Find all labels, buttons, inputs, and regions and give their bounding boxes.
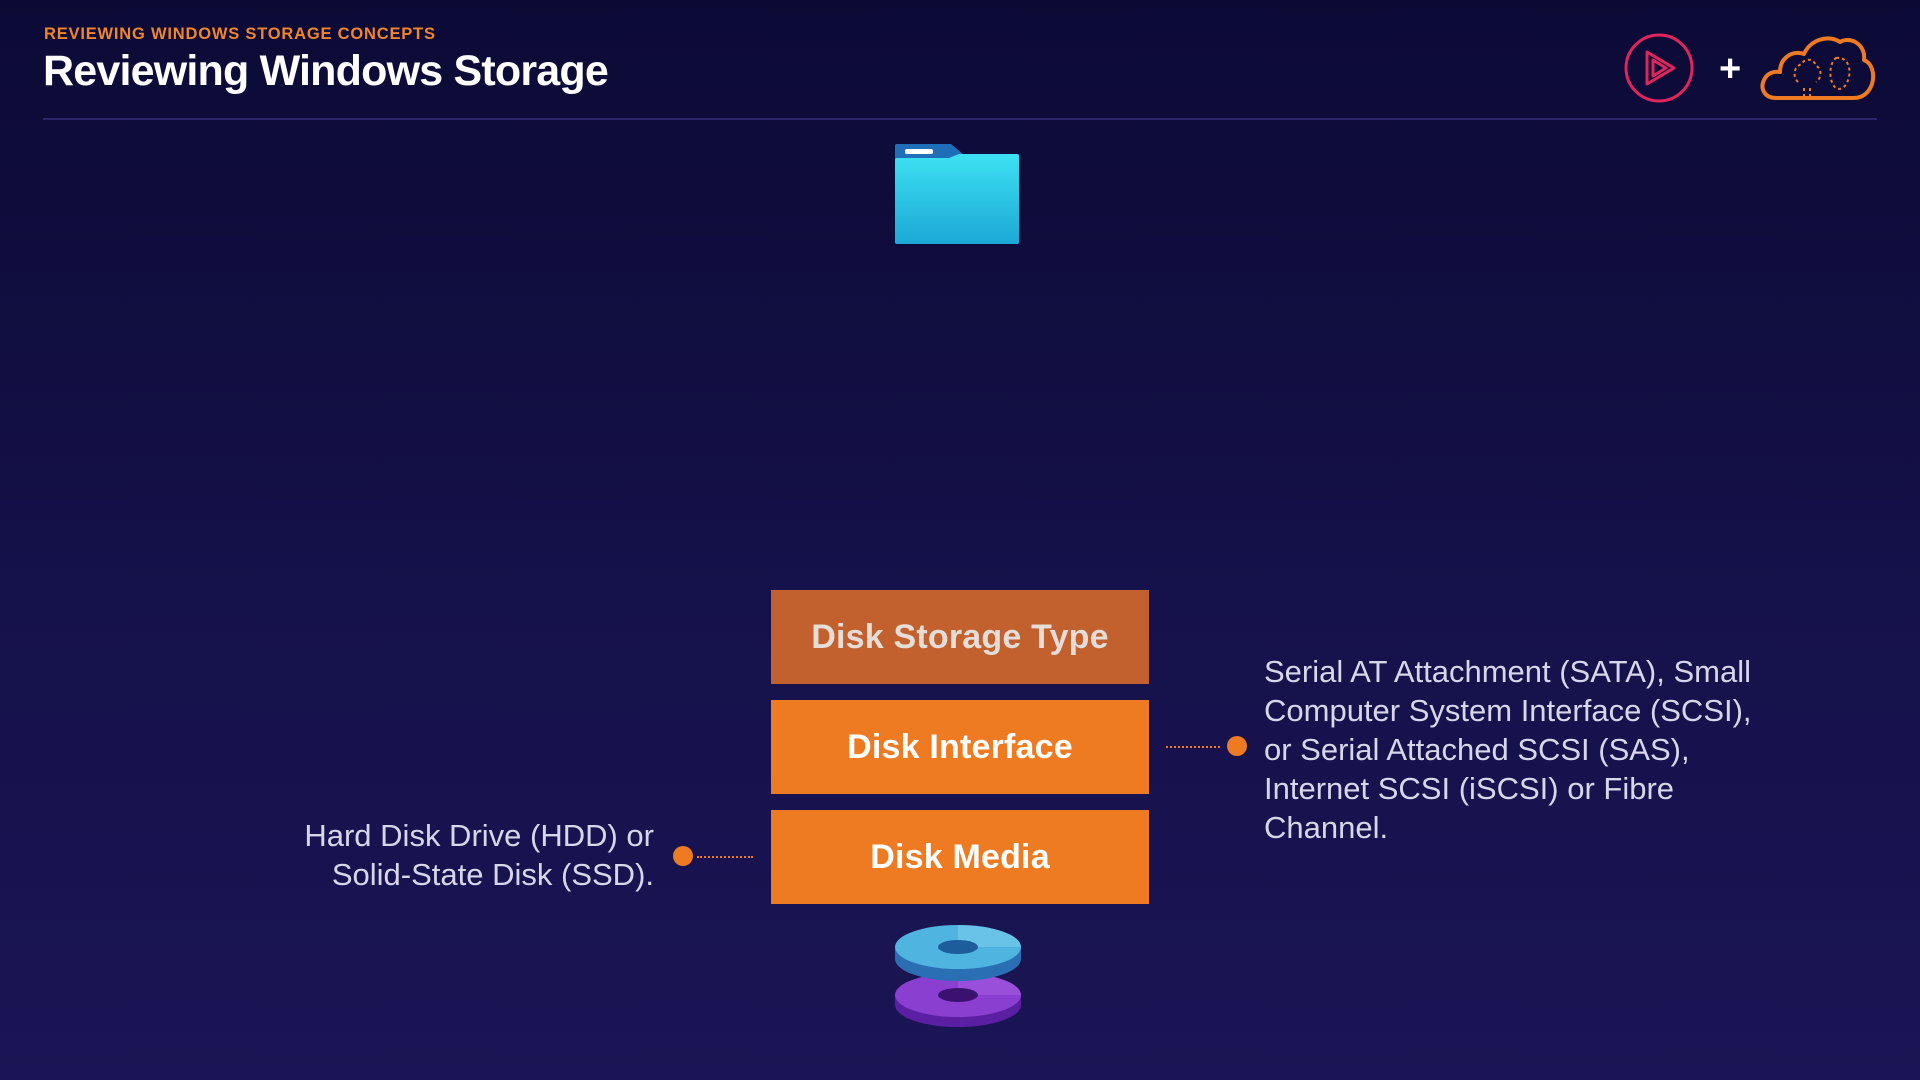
callout-line: Channel. bbox=[1264, 810, 1389, 845]
layer-label: Disk Interface bbox=[847, 727, 1073, 766]
layer-disk-storage-type: Disk Storage Type bbox=[771, 590, 1149, 684]
disk-stack-icon bbox=[895, 925, 1021, 1027]
play-logo-icon bbox=[1624, 33, 1694, 103]
callout-line: Serial AT Attachment (SATA), Small bbox=[1264, 654, 1751, 689]
folder-icon bbox=[895, 144, 1019, 244]
callout-line: Internet SCSI (iSCSI) or Fibre bbox=[1264, 771, 1675, 806]
callout-line: Hard Disk Drive (HDD) or bbox=[304, 818, 654, 853]
media-callout: Hard Disk Drive (HDD) or Solid-State Dis… bbox=[234, 816, 654, 894]
layer-disk-interface: Disk Interface bbox=[771, 700, 1149, 794]
brand-logos: + bbox=[1620, 30, 1880, 110]
section-kicker: REVIEWING WINDOWS STORAGE CONCEPTS bbox=[44, 25, 436, 43]
plus-sign: + bbox=[1719, 48, 1742, 90]
cloud-brain-icon bbox=[1760, 36, 1876, 100]
interface-connector-line bbox=[1166, 746, 1220, 748]
layer-label: Disk Media bbox=[870, 837, 1050, 876]
media-connector-dot bbox=[673, 846, 693, 866]
layer-disk-media: Disk Media bbox=[771, 810, 1149, 904]
layer-label: Disk Storage Type bbox=[811, 617, 1109, 656]
header-divider bbox=[43, 118, 1877, 120]
media-connector-line bbox=[697, 856, 753, 858]
callout-line: Computer System Interface (SCSI), bbox=[1264, 693, 1752, 728]
callout-line: Solid-State Disk (SSD). bbox=[331, 857, 654, 892]
interface-connector-dot bbox=[1227, 736, 1247, 756]
page-title: Reviewing Windows Storage bbox=[43, 47, 609, 95]
interface-callout: Serial AT Attachment (SATA), Small Compu… bbox=[1264, 652, 1864, 847]
callout-line: or Serial Attached SCSI (SAS), bbox=[1264, 732, 1690, 767]
